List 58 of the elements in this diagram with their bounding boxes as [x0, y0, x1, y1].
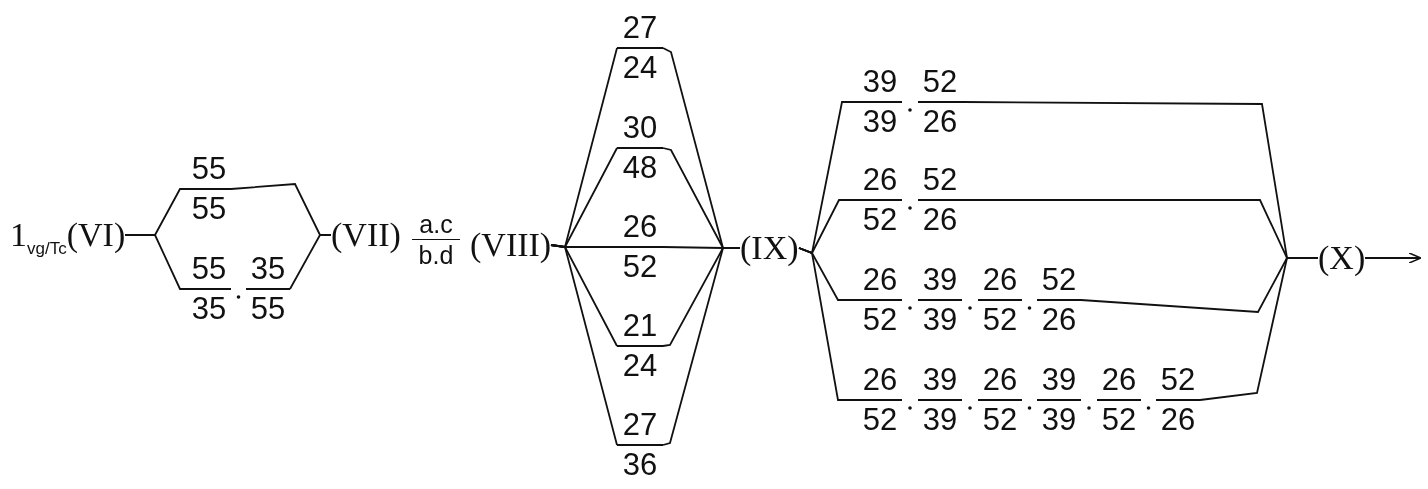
numerator: 52 — [1037, 261, 1081, 301]
numerator: 27 — [617, 406, 663, 446]
branch-line — [124, 234, 188, 290]
numerator: 26 — [858, 261, 902, 301]
numerator: 26 — [978, 361, 1022, 401]
shaft-label: (X) — [1318, 238, 1366, 278]
denominator: 52 — [861, 301, 899, 339]
denominator: 26 — [1159, 401, 1197, 439]
denominator: 52 — [621, 248, 659, 286]
denominator: 52 — [861, 401, 899, 439]
numerator: 52 — [1156, 361, 1200, 401]
denominator: 52 — [981, 401, 1019, 439]
denominator: 35 — [190, 290, 228, 328]
shaft-label: (IX) — [740, 228, 799, 268]
shaft-label: (VII) — [331, 215, 401, 255]
denominator: 52 — [861, 201, 899, 239]
numerator: 26 — [858, 161, 902, 201]
numerator: 39 — [918, 261, 962, 301]
numerator: 26 — [617, 208, 663, 248]
denominator: 39 — [921, 401, 959, 439]
denominator: 52 — [981, 301, 1019, 339]
denominator: 26 — [921, 201, 959, 239]
numerator: 26 — [858, 361, 902, 401]
denominator: 24 — [621, 49, 659, 87]
denominator: 55 — [249, 290, 287, 328]
numerator: 27 — [617, 9, 663, 49]
numerator: 21 — [617, 307, 663, 347]
shaft-label: 1$_{vg/Tc}$(VI) — [10, 215, 126, 269]
numerator: 39 — [1037, 361, 1081, 401]
branch-line — [798, 247, 859, 401]
denominator: 48 — [621, 149, 659, 187]
numerator: 39 — [918, 361, 962, 401]
denominator: 26 — [1040, 301, 1078, 339]
denominator: 39 — [861, 103, 899, 141]
denominator: 24 — [621, 347, 659, 385]
denominator: b.d — [417, 240, 455, 270]
numerator: 26 — [978, 261, 1022, 301]
denominator: 39 — [1040, 401, 1078, 439]
denominator: 26 — [921, 103, 959, 141]
numerator: 52 — [918, 161, 962, 201]
denominator: 39 — [921, 301, 959, 339]
numerator: 55 — [187, 150, 231, 190]
branch-line — [289, 234, 332, 290]
branch-line — [550, 244, 618, 446]
denominator: 52 — [1100, 401, 1138, 439]
numerator: 30 — [617, 109, 663, 149]
numerator: 52 — [918, 63, 962, 103]
numerator: 26 — [1097, 361, 1141, 401]
numerator: 39 — [858, 63, 902, 103]
numerator: 55 — [187, 250, 231, 290]
shaft-label: (VIII) — [470, 225, 552, 265]
branch-line — [662, 247, 741, 446]
numerator: a.c — [412, 209, 460, 240]
branch-line — [1199, 257, 1319, 401]
arrow — [1364, 252, 1422, 264]
numerator: 35 — [246, 250, 290, 290]
denominator: 55 — [190, 190, 228, 228]
denominator: 36 — [621, 446, 659, 484]
